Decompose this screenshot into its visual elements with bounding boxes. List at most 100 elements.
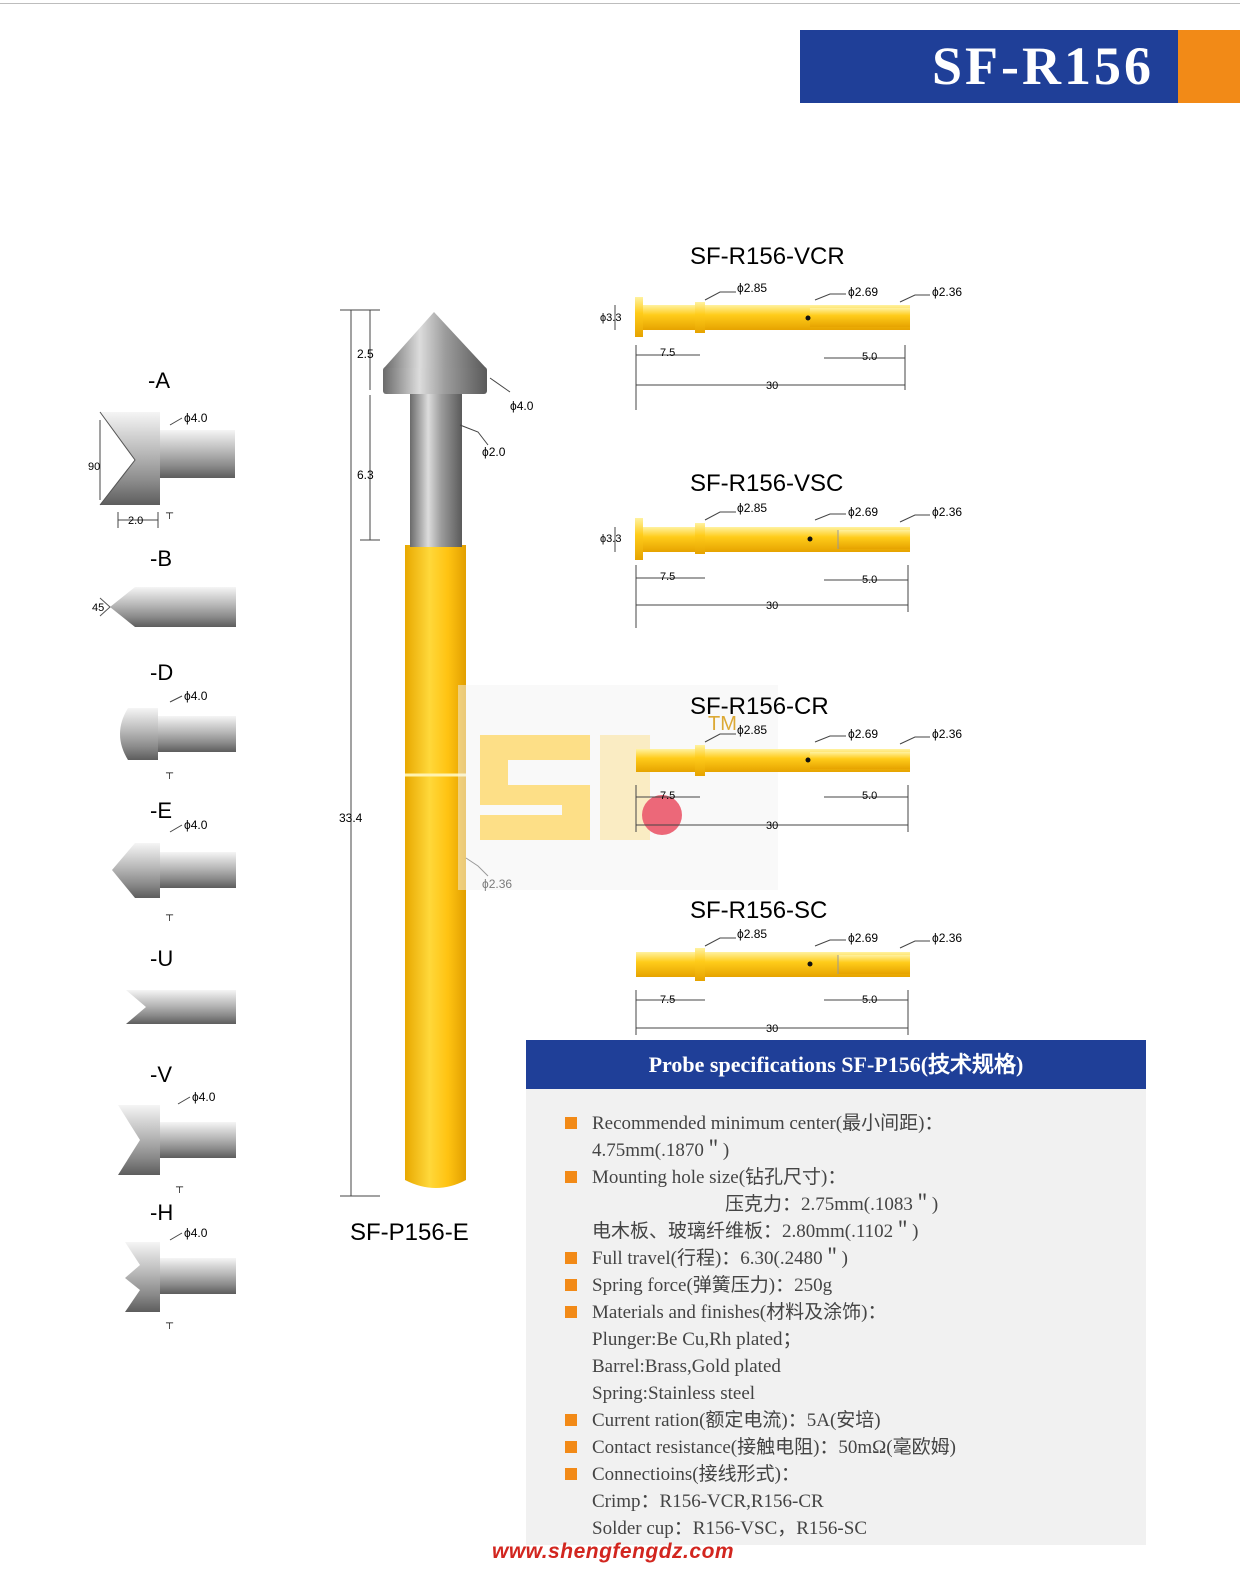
spec-item: Materials and finishes(材料及涂饰)： <box>565 1299 1135 1326</box>
spec-detail: Plunger:Be Cu,Rh plated； <box>592 1329 802 1350</box>
receptacle-vcr <box>614 291 930 410</box>
len-b: 5.0 <box>862 574 877 586</box>
receptacle-name: SF-R156-CR <box>690 693 829 720</box>
tip-label-A: -A <box>148 368 170 393</box>
svg-text:┬: ┬ <box>165 1318 174 1329</box>
tip-head <box>100 412 160 505</box>
svg-text:┬: ┬ <box>165 768 174 779</box>
tip-width: 2.0 <box>128 515 143 527</box>
dia-2: ϕ2.69 <box>848 285 878 299</box>
probe-plunger <box>410 392 462 547</box>
tip-V: ϕ4.0 ┬ <box>118 1090 236 1193</box>
dia-1: ϕ2.85 <box>737 723 767 737</box>
probe-barrel <box>405 545 466 1188</box>
spec-list: Recommended minimum center(最小间距)： 4.75mm(… <box>565 1110 1135 1542</box>
len-a: 7.5 <box>660 994 675 1006</box>
receptacle-vsc <box>614 511 930 628</box>
tip-dia: ϕ4.0 <box>184 689 208 703</box>
flange-dia: ϕ3.3 <box>600 533 621 545</box>
tip-dia: ϕ4.0 <box>184 411 208 425</box>
watermark-logo: TM <box>458 685 778 890</box>
spec-detail: 4.75mm(.1870＂) <box>592 1140 730 1161</box>
tip-label-U: -U <box>150 946 173 971</box>
dim-shaft: 6.3 <box>357 468 374 482</box>
footer-url[interactable]: www.shengfengdz.com <box>492 1540 735 1563</box>
receptacle-name: SF-R156-VCR <box>690 243 845 270</box>
title-bar <box>800 30 1178 103</box>
flange-dia: ϕ3.3 <box>600 312 621 324</box>
spec-detail: 电木板、玻璃纤维板：2.80mm(.1102＂) <box>592 1221 919 1242</box>
spec-item: Recommended minimum center(最小间距)： <box>565 1110 1135 1137</box>
probe-drawing: 2.5 6.3 33.4 ϕ4.0 ϕ2.0 ϕ2.36 <box>339 309 534 1197</box>
dia-2: ϕ2.69 <box>848 931 878 945</box>
dia-1: ϕ2.85 <box>737 927 767 941</box>
tip-label-H: -H <box>150 1200 173 1225</box>
title-accent-block <box>1178 30 1240 103</box>
spec-item: Spring force(弹簧压力)：250g <box>565 1272 1135 1299</box>
tip-angle: 45 <box>92 602 104 614</box>
tip-dia: ϕ4.0 <box>184 1226 208 1240</box>
spec-item: Mounting hole size(钻孔尺寸)： <box>565 1164 1135 1191</box>
tip-U <box>126 990 236 1024</box>
len-total: 30 <box>766 600 778 612</box>
dia-barrel: ϕ2.36 <box>482 877 512 891</box>
spec-detail: 压克力：2.75mm(.1083＂) <box>725 1194 939 1215</box>
tip-label-B: -B <box>150 546 172 571</box>
spec-detail: Crimp：R156-VCR,R156-CR <box>592 1491 824 1512</box>
dim-top: 2.5 <box>357 347 374 361</box>
tip-H: ϕ4.0 ┬ <box>125 1226 236 1329</box>
spec-title: Probe specifications SF-P156(技术规格) <box>526 1040 1146 1089</box>
dia-1: ϕ2.85 <box>737 501 767 515</box>
len-a: 7.5 <box>660 347 675 359</box>
svg-text:┬: ┬ <box>165 508 174 519</box>
tip-dia: ϕ4.0 <box>184 818 208 832</box>
tip-label-D: -D <box>150 660 173 685</box>
probe-name: SF-P156-E <box>350 1219 469 1246</box>
spec-panel <box>526 1040 1146 1545</box>
len-b: 5.0 <box>862 994 877 1006</box>
dia-head: ϕ4.0 <box>510 399 534 413</box>
dia-1: ϕ2.85 <box>737 281 767 295</box>
tip-dia: ϕ4.0 <box>192 1090 216 1104</box>
svg-text:┬: ┬ <box>175 1182 184 1193</box>
len-b: 5.0 <box>862 351 877 363</box>
len-a: 7.5 <box>660 790 675 802</box>
dia-shaft: ϕ2.0 <box>482 445 506 459</box>
len-b: 5.0 <box>862 790 877 802</box>
dia-3: ϕ2.36 <box>932 505 962 519</box>
len-total: 30 <box>766 820 778 832</box>
len-total: 30 <box>766 1023 778 1035</box>
top-rule <box>0 3 1240 4</box>
spec-detail: Solder cup：R156-VSC，R156-SC <box>592 1518 867 1539</box>
tip-angle: 90 <box>88 461 100 473</box>
probe-head <box>383 367 487 394</box>
receptacle-sc <box>635 937 930 1035</box>
dia-3: ϕ2.36 <box>932 285 962 299</box>
dia-3: ϕ2.36 <box>932 931 962 945</box>
tip-cup <box>99 411 136 506</box>
spec-item: Current ration(额定电流)：5A(安培) <box>565 1407 1135 1434</box>
receptacle-name: SF-R156-SC <box>690 897 827 924</box>
spec-detail: Barrel:Brass,Gold plated <box>592 1356 781 1377</box>
tip-label-E: -E <box>150 798 172 823</box>
spec-item: Contact resistance(接触电阻)：50mΩ(毫欧姆) <box>565 1434 1135 1461</box>
receptacle-cr <box>635 733 930 832</box>
svg-text:┬: ┬ <box>165 910 174 921</box>
tip-A: ϕ4.0 90 2.0 ┬ <box>88 411 235 528</box>
probe-cone <box>384 312 486 368</box>
spec-item: Full travel(行程)：6.30(.2480＂) <box>565 1245 1135 1272</box>
receptacle-name: SF-R156-VSC <box>690 470 843 497</box>
watermark-tm: TM <box>708 713 737 735</box>
len-a: 7.5 <box>660 571 675 583</box>
dia-2: ϕ2.69 <box>848 727 878 741</box>
len-total: 30 <box>766 380 778 392</box>
tip-label-V: -V <box>150 1062 172 1087</box>
tip-E: ϕ4.0 ┬ <box>112 818 236 921</box>
dia-3: ϕ2.36 <box>932 727 962 741</box>
page-title: SF-R156 <box>932 36 1154 96</box>
spec-detail: Spring:Stainless steel <box>592 1383 756 1404</box>
tip-B: 45 <box>92 587 236 627</box>
spec-item: Connectioins(接线形式)： <box>565 1461 1135 1488</box>
tip-D: ϕ4.0 ┬ <box>120 689 236 779</box>
